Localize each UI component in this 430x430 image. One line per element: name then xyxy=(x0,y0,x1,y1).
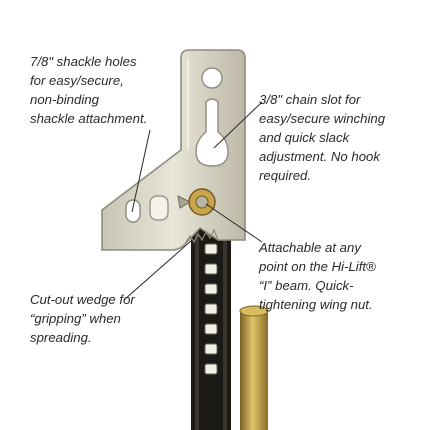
brass-handle xyxy=(239,305,269,430)
callout-line: tightening wing nut. xyxy=(259,297,373,312)
callout-line: spreading. xyxy=(30,330,92,345)
callout-line: point on the Hi-Lift® xyxy=(259,259,376,274)
leader-chain-slot xyxy=(213,101,263,149)
leader-shackle xyxy=(131,129,151,213)
callout-line: adjustment. No hook xyxy=(259,149,380,164)
leader-lines xyxy=(123,101,263,301)
chain-slot xyxy=(195,98,229,167)
callout-line: and quick slack xyxy=(259,130,350,145)
wing-nut-icon xyxy=(177,188,216,216)
callout-shackle-holes: 7/8" shackle holes for easy/secure, non-… xyxy=(30,52,147,128)
callout-line: “gripping” when xyxy=(30,311,121,326)
callout-chain-slot: 3/8" chain slot for easy/secure winching… xyxy=(259,90,385,185)
callout-line: “I” beam. Quick- xyxy=(259,278,354,293)
callout-line: non-binding xyxy=(30,92,99,107)
top-shackle-hole xyxy=(201,67,223,89)
callout-wedge: Cut-out wedge for “gripping” when spread… xyxy=(30,290,135,347)
leader-attachable xyxy=(205,203,263,243)
callout-line: for easy/secure, xyxy=(30,73,124,88)
callout-line: 3/8" chain slot for xyxy=(259,92,361,107)
i-beam xyxy=(191,200,231,430)
callout-line: easy/secure winching xyxy=(259,111,386,126)
callout-line: Attachable at any xyxy=(259,240,361,255)
callout-attachable: Attachable at any point on the Hi-Lift® … xyxy=(259,238,376,314)
callout-line: 7/8" shackle holes xyxy=(30,54,137,69)
callout-line: shackle attachment. xyxy=(30,111,148,126)
callout-line: Cut-out wedge for xyxy=(30,292,135,307)
callout-line: required. xyxy=(259,168,312,183)
leader-wedge xyxy=(123,239,193,301)
lower-shackle-hole xyxy=(125,199,141,223)
